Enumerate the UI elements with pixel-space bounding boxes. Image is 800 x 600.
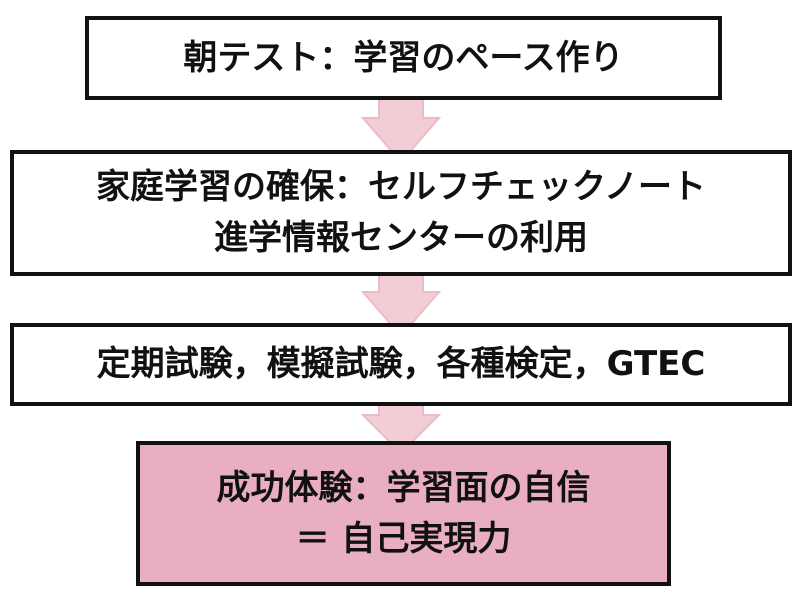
step-exams-box: 定期試験，模擬試験，各種検定，GTEC [10, 323, 792, 406]
step-exams-text: 定期試験，模擬試験，各種検定，GTEC [96, 344, 706, 384]
step-home-study-text-line1: 家庭学習の確保：セルフチェックノート [96, 167, 706, 207]
step-success-box: 成功体験：学習面の自信 ＝ 自己実現力 [136, 441, 671, 586]
step-morning-test-text: 朝テスト：学習のペース作り [183, 37, 624, 78]
step-success-text-line2: ＝ 自己実現力 [295, 518, 512, 559]
step-morning-test-box: 朝テスト：学習のペース作り [85, 16, 722, 100]
step-success-text-line1: 成功体験：学習面の自信 [216, 467, 591, 508]
step-home-study-text-line2: 進学情報センターの利用 [214, 218, 588, 258]
step-home-study-box: 家庭学習の確保：セルフチェックノート 進学情報センターの利用 [10, 150, 792, 276]
